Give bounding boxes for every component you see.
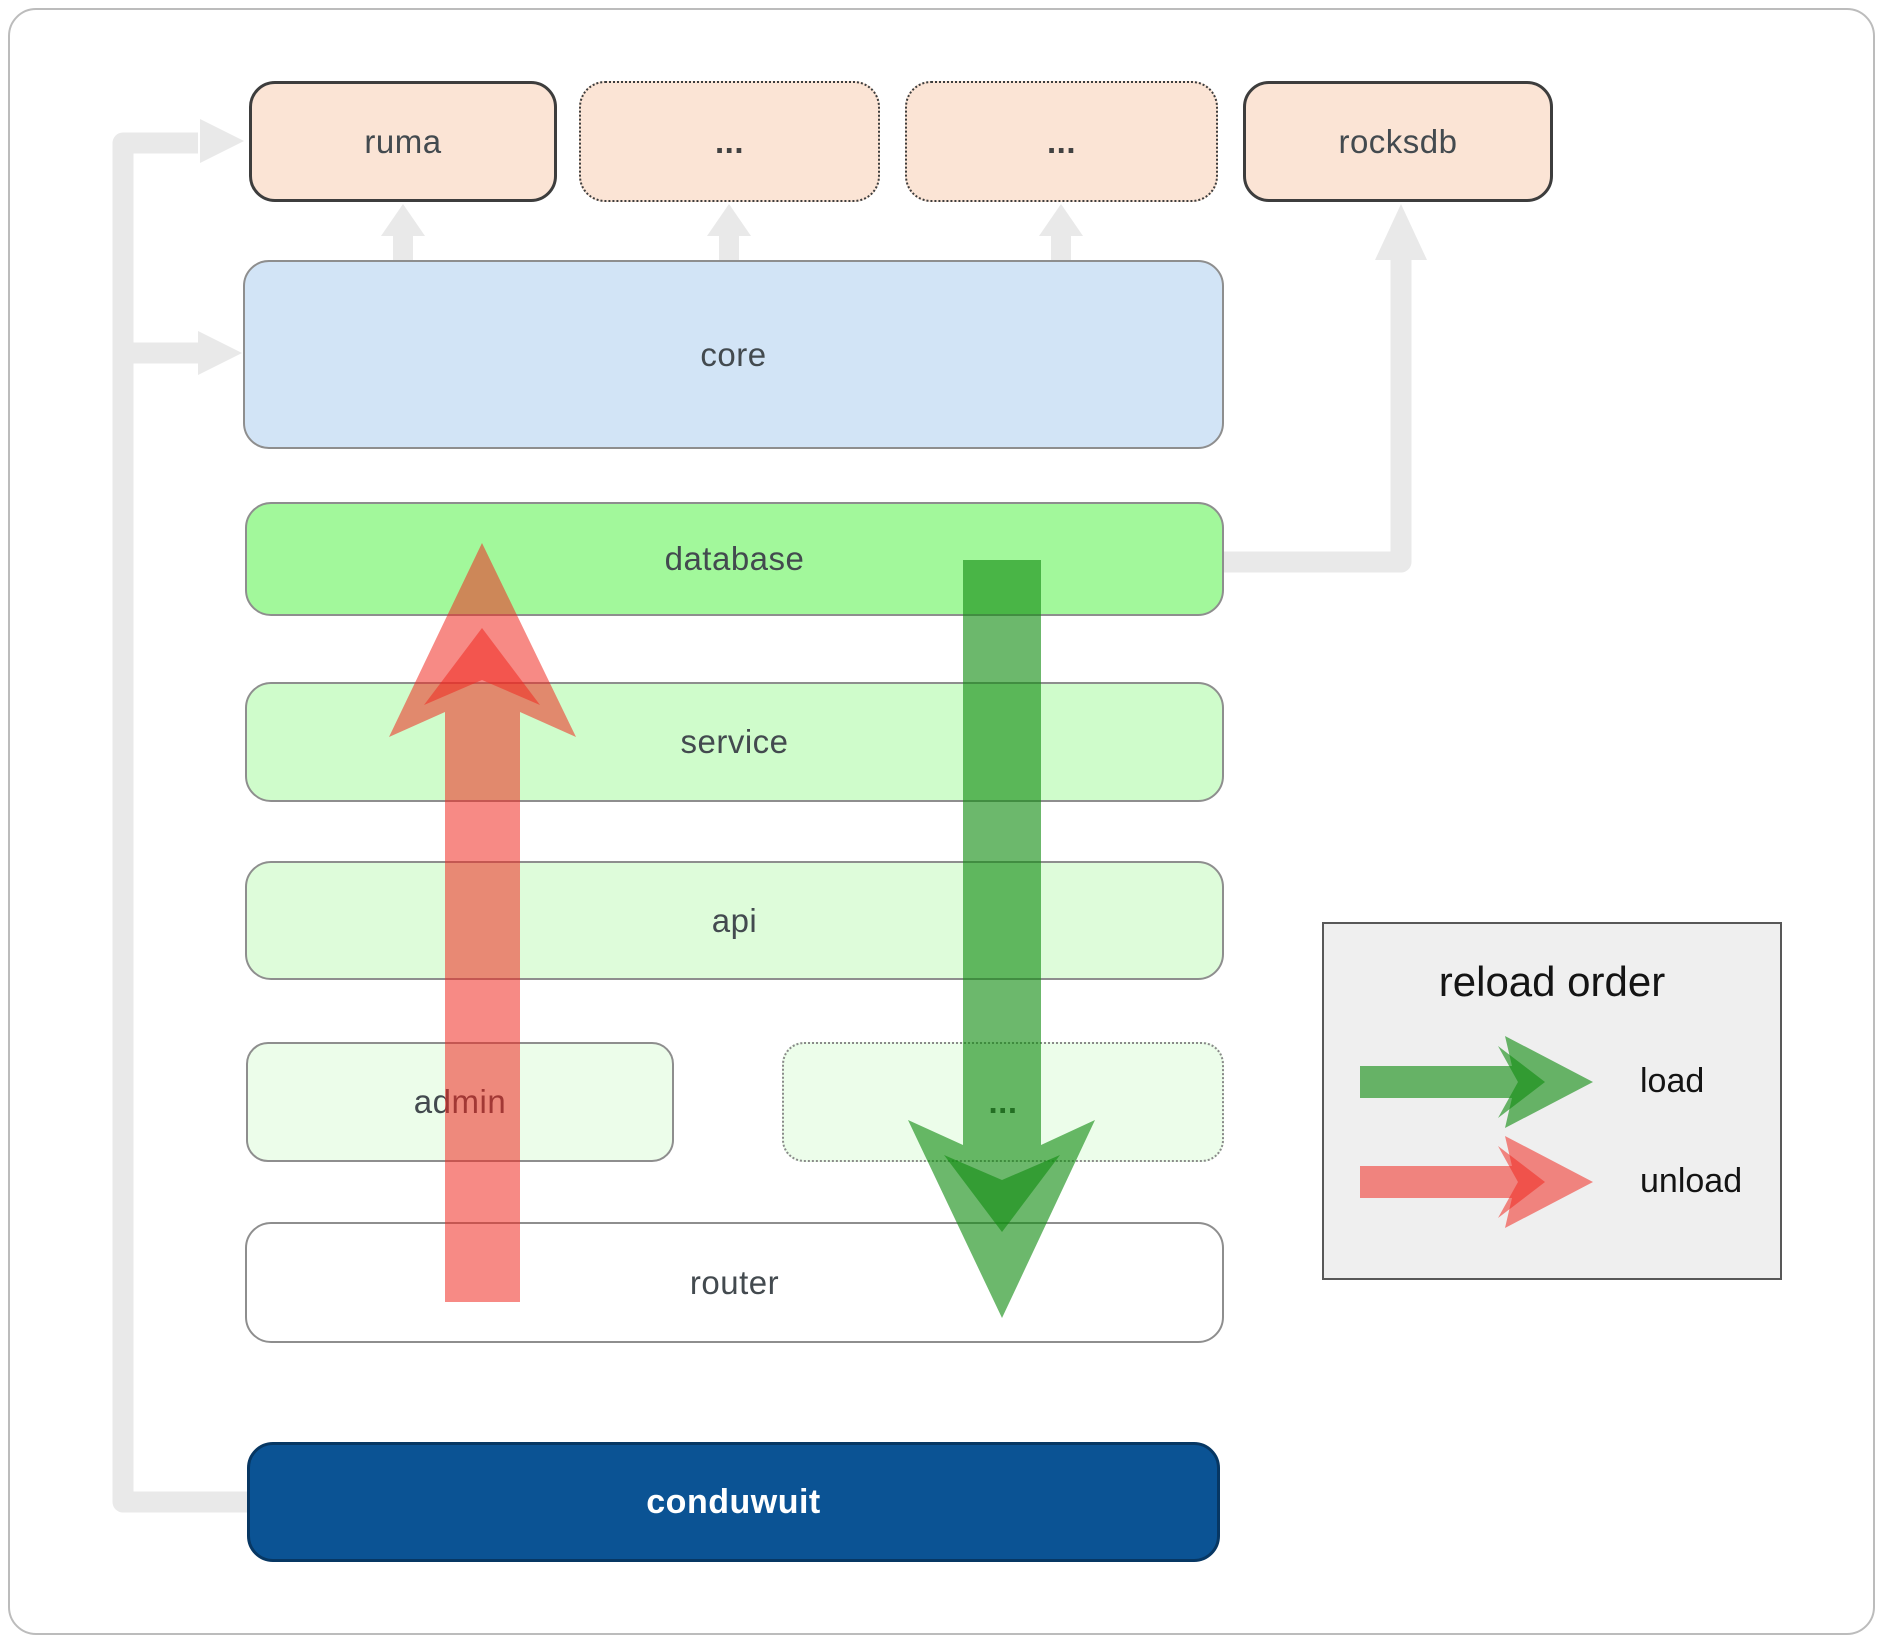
node-ruma-label: ruma (364, 122, 442, 160)
node-core: core (243, 260, 1224, 449)
node-rocksdb-label: rocksdb (1338, 122, 1458, 160)
node-router-label: router (689, 1263, 780, 1301)
node-database-label: database (664, 540, 805, 577)
diagram-frame (8, 8, 1875, 1635)
node-service-more: ... (782, 1042, 1224, 1162)
node-dependency-more-2-label: ... (1046, 122, 1076, 160)
node-dependency-more-1: ... (579, 81, 880, 202)
node-admin-label: admin (413, 1083, 507, 1120)
legend-unload-label: unload (1640, 1162, 1743, 1200)
legend-title: reload order (1438, 958, 1666, 1005)
node-dependency-more-1-label: ... (714, 122, 744, 160)
legend: reload order load unload (1322, 922, 1782, 1280)
node-admin: admin (246, 1042, 674, 1162)
node-conduwuit: conduwuit (247, 1442, 1220, 1562)
node-dependency-more-2: ... (905, 81, 1218, 202)
node-api-label: api (711, 901, 758, 939)
node-core-label: core (700, 335, 767, 373)
node-service: service (245, 682, 1224, 802)
node-service-label: service (680, 723, 789, 760)
node-conduwuit-label: conduwuit (646, 1482, 821, 1521)
node-service-more-label: ... (988, 1083, 1018, 1120)
legend-load-label: load (1640, 1062, 1705, 1100)
node-router: router (245, 1222, 1224, 1343)
node-database: database (245, 502, 1224, 616)
node-api: api (245, 861, 1224, 980)
node-rocksdb: rocksdb (1243, 81, 1553, 202)
node-ruma: ruma (249, 81, 557, 202)
